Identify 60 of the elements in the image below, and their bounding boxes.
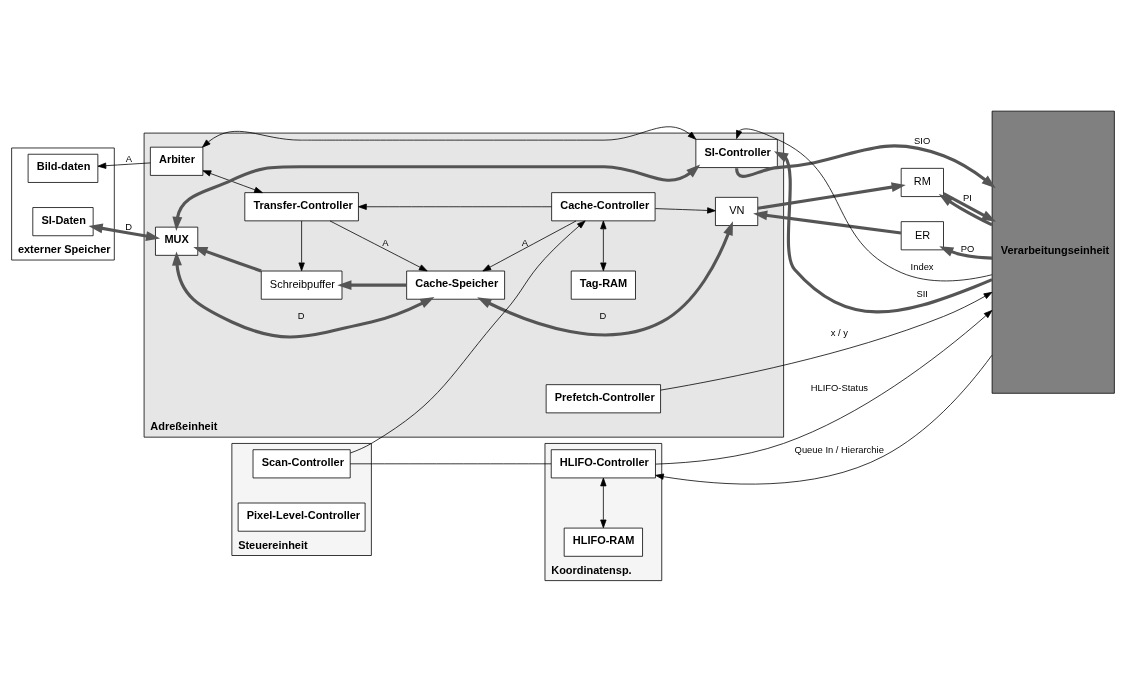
- arrow: [337, 280, 407, 291]
- node-box: MUX: [155, 226, 199, 256]
- edge-label: Queue In / Hierarchie: [794, 444, 884, 456]
- arrow: [202, 170, 263, 193]
- node-box: Arbiter: [149, 146, 204, 176]
- edge-label: x / y: [830, 326, 848, 338]
- arrow: [735, 144, 996, 189]
- arrow: [600, 477, 607, 529]
- arrow: [753, 210, 902, 235]
- edge-label: Index: [910, 260, 934, 272]
- edge-label: PO: [960, 242, 975, 254]
- node-box: Cache-Controller: [551, 192, 656, 222]
- node-box: Prefetch-Controller: [545, 384, 661, 414]
- node-box: Schreibpuffer: [260, 270, 343, 300]
- node-box: Scan-Controller: [252, 449, 351, 479]
- arrow: [97, 162, 151, 169]
- arrow: [660, 291, 993, 391]
- node-box: Cache-Speicher: [406, 270, 505, 300]
- edge-label: D: [297, 310, 305, 322]
- arrow: [757, 182, 906, 210]
- edge-label: D: [599, 310, 607, 322]
- node-box: HLIFO-RAM: [563, 527, 643, 557]
- node-box: SI-Daten: [32, 207, 94, 237]
- node-box: Tag-RAM: [570, 270, 636, 300]
- arrow: [600, 220, 607, 272]
- arrow: [482, 220, 577, 272]
- edge-label: A: [382, 236, 389, 248]
- arrow: [298, 220, 305, 272]
- arrow: [655, 207, 716, 214]
- arrow: [773, 151, 993, 314]
- node-box: Pixel-Level-Controller: [237, 502, 366, 532]
- arrow: [939, 246, 993, 260]
- edge-label: A: [521, 236, 529, 248]
- arrow: [329, 220, 428, 272]
- node-box: ER: [900, 221, 944, 251]
- arrow: [202, 126, 697, 148]
- connector: [349, 463, 552, 465]
- node-box: Verarbeitungseinheit: [991, 110, 1115, 394]
- arrow: [477, 221, 733, 337]
- arrow: [193, 246, 262, 273]
- node-box: RM: [900, 167, 944, 197]
- arrow: [358, 203, 552, 210]
- arrow: [172, 164, 701, 232]
- node-box: HLIFO-Controller: [550, 449, 656, 479]
- node-box: Bild-daten: [27, 153, 99, 183]
- edge-label: PI: [963, 191, 972, 203]
- node-box: SI-Controller: [695, 138, 778, 168]
- node-box: Transfer-Controller: [244, 192, 359, 222]
- arrow: [736, 128, 993, 282]
- arrow: [350, 220, 586, 454]
- arrow: [655, 310, 993, 465]
- edge-label: SIO: [914, 134, 931, 146]
- arrow: [172, 251, 435, 339]
- arrow: [655, 354, 993, 485]
- node-box: VN: [715, 196, 759, 226]
- edge-label: D: [125, 220, 133, 232]
- edge-label: A: [125, 152, 132, 164]
- edge-label: HLIFO-Status: [810, 381, 869, 393]
- edge-label: SII: [916, 287, 928, 299]
- arrow: [88, 223, 161, 241]
